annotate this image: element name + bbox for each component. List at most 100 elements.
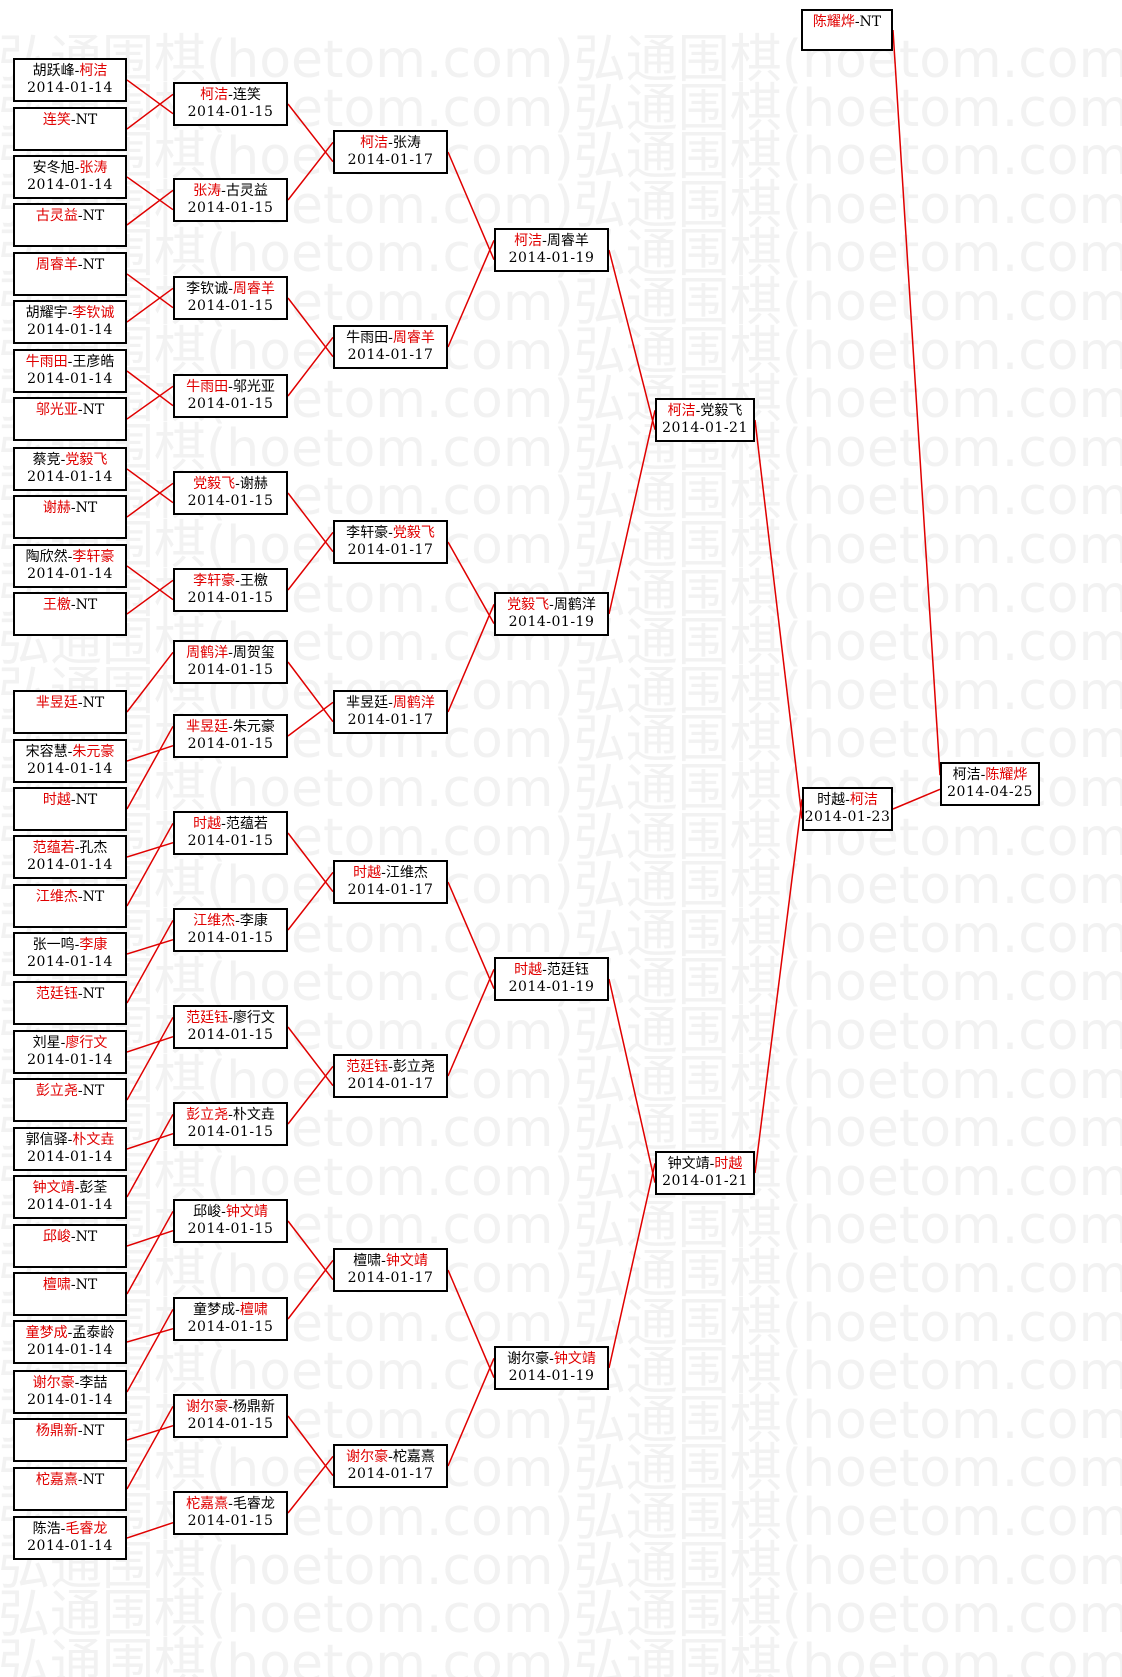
separator: - [221, 816, 226, 832]
player-name: 彭立尧 [186, 1107, 229, 1123]
player-name: 牛雨田 [346, 330, 389, 346]
player-name: 时越 [353, 865, 382, 881]
separator: - [74, 937, 80, 953]
match-date: 2014-01-15 [187, 1027, 274, 1043]
player-name: 柯洁 [79, 63, 108, 79]
separator: - [228, 1107, 233, 1123]
match-players: 范廷钰-彭立尧 [335, 1059, 446, 1076]
match-date: 2014-01-15 [187, 1416, 274, 1432]
player-name: 檀啸 [239, 1302, 268, 1318]
bye-label: NT [75, 500, 98, 516]
player-name: 柁嘉熹 [186, 1496, 229, 1512]
bracket-connector [287, 103, 334, 163]
player-name: 党毅飞 [507, 597, 550, 613]
bracket-connector [608, 249, 656, 430]
bracket-connector [126, 565, 174, 601]
player-name: 谢赫 [239, 476, 268, 492]
match-players: 檀啸-NT [15, 1277, 125, 1294]
player-name: 柯洁 [200, 87, 229, 103]
player-name: 江维杰 [385, 865, 428, 881]
match-date: 2014-01-14 [27, 177, 113, 193]
separator: - [235, 1302, 240, 1318]
separator: - [228, 1496, 233, 1512]
match-date: 2014-01-14 [27, 1342, 113, 1358]
player-name: 檀啸 [42, 1277, 71, 1293]
match-box-r1-30: 柁嘉熹-NT [13, 1467, 127, 1511]
player-name: 李康 [79, 937, 108, 953]
separator: - [60, 452, 66, 468]
match-players: 牛雨田-周睿羊 [335, 330, 446, 347]
match-box-r1-18: 江维杰-NT [13, 884, 127, 928]
player-name: 范廷钰 [186, 1010, 229, 1026]
match-date: 2014-01-14 [27, 1197, 113, 1213]
match-players: 檀啸-钟文靖 [335, 1253, 446, 1270]
bracket-connector [126, 744, 174, 762]
separator: - [542, 233, 547, 249]
match-date: 2014-01-17 [347, 542, 434, 558]
separator: - [67, 1132, 73, 1148]
player-name: 周睿羊 [35, 257, 78, 273]
player-name: 时越 [42, 792, 71, 808]
bracket-connector [126, 1229, 174, 1247]
bracket-connector [126, 287, 174, 323]
match-players: 刘星-廖行文 [15, 1035, 125, 1052]
player-name: 江维杰 [193, 913, 236, 929]
match-players: 牛雨田-邬光亚 [175, 379, 286, 396]
player-name: 牛雨田 [25, 354, 68, 370]
bracket-connector [126, 1132, 174, 1150]
separator: - [381, 865, 386, 881]
separator: - [70, 792, 76, 808]
player-name: 范蕴若 [32, 840, 75, 856]
separator: - [388, 135, 393, 151]
bye-label: NT [75, 597, 98, 613]
separator: - [77, 1472, 83, 1488]
separator: - [845, 792, 850, 808]
match-date: 2014-01-14 [27, 1538, 113, 1554]
bracket-connector [447, 1269, 495, 1378]
match-date: 2014-01-14 [27, 857, 113, 873]
bye-label: NT [75, 1277, 98, 1293]
bracket-connector [447, 969, 495, 1077]
bracket-connector [287, 492, 334, 553]
bracket-connector [126, 370, 174, 407]
match-date: 2014-01-15 [187, 833, 274, 849]
separator: - [228, 719, 233, 735]
bracket-connector [447, 604, 495, 713]
bracket-connector [126, 1424, 174, 1441]
player-name: 孔杰 [79, 840, 108, 856]
match-date: 2014-01-19 [508, 250, 595, 266]
player-name: 王彦皓 [72, 354, 115, 370]
bracket-connector [447, 240, 495, 348]
match-date: 2014-01-17 [347, 712, 434, 728]
separator: - [221, 1204, 226, 1220]
bracket-connector [126, 273, 174, 309]
player-name: 周睿羊 [546, 233, 589, 249]
player-name: 张涛 [193, 183, 222, 199]
match-players: 柁嘉熹-NT [15, 1472, 125, 1489]
player-name: 毛睿龙 [65, 1521, 108, 1537]
bracket-connector [126, 725, 174, 810]
player-name: 刘星 [32, 1035, 61, 1051]
separator: - [67, 354, 73, 370]
separator: - [221, 183, 226, 199]
match-players: 彭立尧-NT [15, 1083, 125, 1100]
bracket-connector [126, 1210, 174, 1295]
player-name: 朴文垚 [232, 1107, 275, 1123]
match-players: 钟文靖-时越 [657, 1156, 753, 1173]
player-name: 童梦成 [193, 1302, 236, 1318]
bracket-connector [287, 141, 334, 201]
match-box-r1-8: 邬光亚-NT [13, 397, 127, 441]
player-name: 安冬旭 [32, 160, 75, 176]
match-players: 周睿羊-NT [15, 257, 125, 274]
bye-label: -NT [854, 14, 882, 30]
